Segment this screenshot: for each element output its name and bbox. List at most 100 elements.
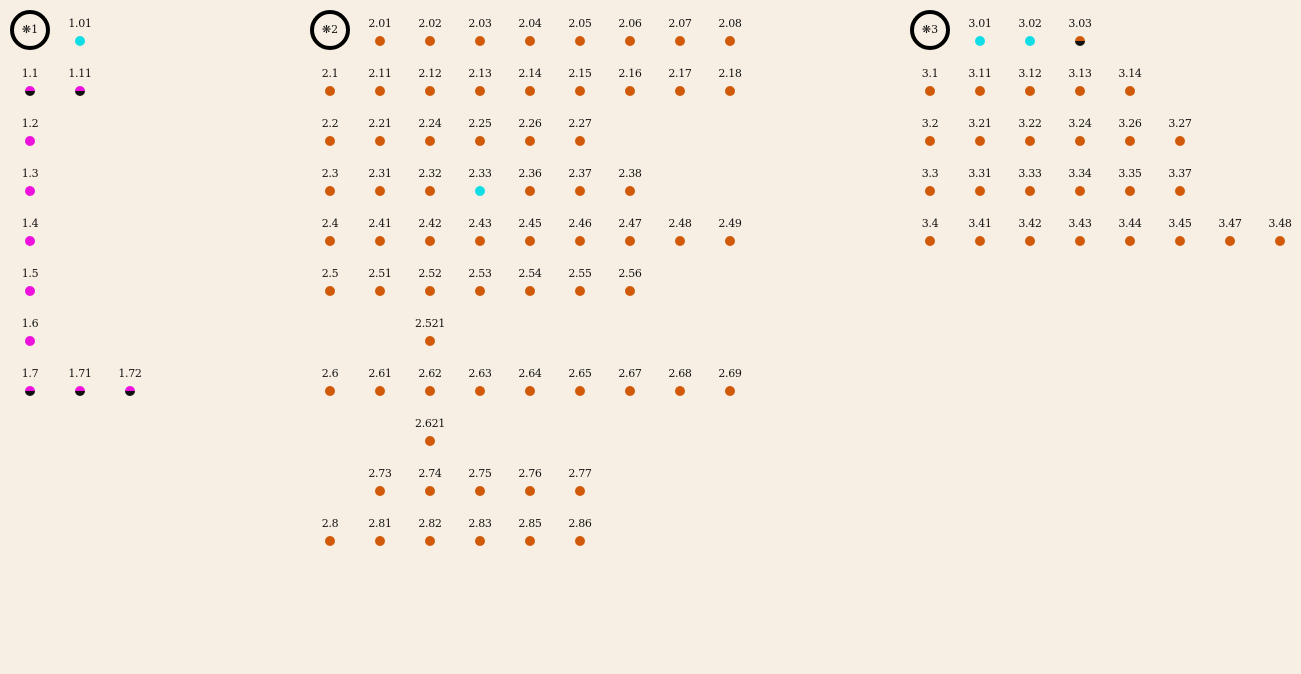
node-1-72: 1.72 [110,360,150,400]
status-dot-orange [1025,186,1035,196]
node-2-56: 2.56 [610,260,650,300]
node-label: 2.41 [368,217,392,230]
node-label: 2.4 [321,217,339,230]
node-label: 3.22 [1018,117,1042,130]
node-label: 2.62 [418,367,442,380]
group-marker-label: ❋1 [21,23,39,36]
status-dot-orange [575,536,585,546]
node-label: 3.13 [1068,67,1092,80]
node-label: 2.5 [321,267,339,280]
node-3-22: 3.22 [1010,110,1050,150]
node-label: 2.11 [368,67,392,80]
node-label: 2.3 [321,167,339,180]
status-dot-orange [1125,86,1135,96]
group-marker-1: ❋1 [10,10,50,50]
node-label: 2.64 [518,367,542,380]
node-label: 2.6 [321,367,339,380]
node-label: 2.48 [668,217,692,230]
status-dot-orange [525,36,535,46]
status-dot-orange [625,186,635,196]
status-dot-orange [725,36,735,46]
node-3-14: 3.14 [1110,60,1150,100]
status-dot-magenta-black [25,86,35,96]
node-2-53: 2.53 [460,260,500,300]
status-dot-magenta-black [125,386,135,396]
status-dot-orange [375,136,385,146]
node-2-07: 2.07 [660,10,700,50]
status-dot-orange [1125,236,1135,246]
status-dot-orange [975,236,985,246]
status-dot-cyan [1025,36,1035,46]
node-label: 2.69 [718,367,742,380]
node-label: 3.44 [1118,217,1142,230]
status-dot-orange [975,86,985,96]
status-dot-orange [425,336,435,346]
status-dot-orange [1225,236,1235,246]
node-label: 2.2 [321,117,339,130]
node-3-12: 3.12 [1010,60,1050,100]
status-dot-orange [575,136,585,146]
node-label: 2.21 [368,117,392,130]
node-2-3: 2.3 [310,160,350,200]
group-marker-label: ❋2 [321,23,339,36]
node-3-43: 3.43 [1060,210,1100,250]
node-label: 2.25 [468,117,492,130]
node-2-02: 2.02 [410,10,450,50]
node-2-11: 2.11 [360,60,400,100]
node-label: 2.81 [368,517,392,530]
node-label: 3.03 [1068,17,1092,30]
node-2-54: 2.54 [510,260,550,300]
status-dot-orange [425,286,435,296]
node-label: 2.18 [718,67,742,80]
node-label: 3.41 [968,217,992,230]
status-dot-magenta-black [75,86,85,96]
status-dot-orange [425,386,435,396]
node-3-47: 3.47 [1210,210,1250,250]
node-label: 3.35 [1118,167,1142,180]
node-1-4: 1.4 [10,210,50,250]
node-label: 3.27 [1168,117,1192,130]
node-label: 2.76 [518,467,542,480]
node-2-6: 2.6 [310,360,350,400]
node-label: 2.31 [368,167,392,180]
node-2-52: 2.52 [410,260,450,300]
node-3-35: 3.35 [1110,160,1150,200]
status-dot-orange [1125,186,1135,196]
node-label: 2.15 [568,67,592,80]
node-2-2: 2.2 [310,110,350,150]
node-2-05: 2.05 [560,10,600,50]
node-label: 2.8 [321,517,339,530]
node-label: 2.63 [468,367,492,380]
node-label: 2.61 [368,367,392,380]
status-dot-orange [475,286,485,296]
node-2-08: 2.08 [710,10,750,50]
status-dot-orange [1275,236,1285,246]
node-label: 1.11 [68,67,92,80]
node-3-31: 3.31 [960,160,1000,200]
status-dot-orange [375,536,385,546]
group-marker-3: ❋3 [910,10,950,50]
node-3-2: 3.2 [910,110,950,150]
status-dot-orange [925,136,935,146]
status-dot-orange [575,486,585,496]
node-label: 3.02 [1018,17,1042,30]
node-2-64: 2.64 [510,360,550,400]
node-label: 3.33 [1018,167,1042,180]
node-2-82: 2.82 [410,510,450,550]
node-2-73: 2.73 [360,460,400,500]
node-label: 2.53 [468,267,492,280]
node-label: 1.7 [21,367,39,380]
node-label: 2.36 [518,167,542,180]
node-label: 2.52 [418,267,442,280]
status-dot-orange [475,36,485,46]
node-label: 2.73 [368,467,392,480]
node-2-12: 2.12 [410,60,450,100]
node-1-7: 1.7 [10,360,50,400]
node-label: 2.16 [618,67,642,80]
node-label: 3.11 [968,67,992,80]
node-1-2: 1.2 [10,110,50,150]
status-dot-orange [1175,136,1185,146]
node-1-3: 1.3 [10,160,50,200]
status-dot-orange [725,386,735,396]
node-label: 3.48 [1268,217,1292,230]
